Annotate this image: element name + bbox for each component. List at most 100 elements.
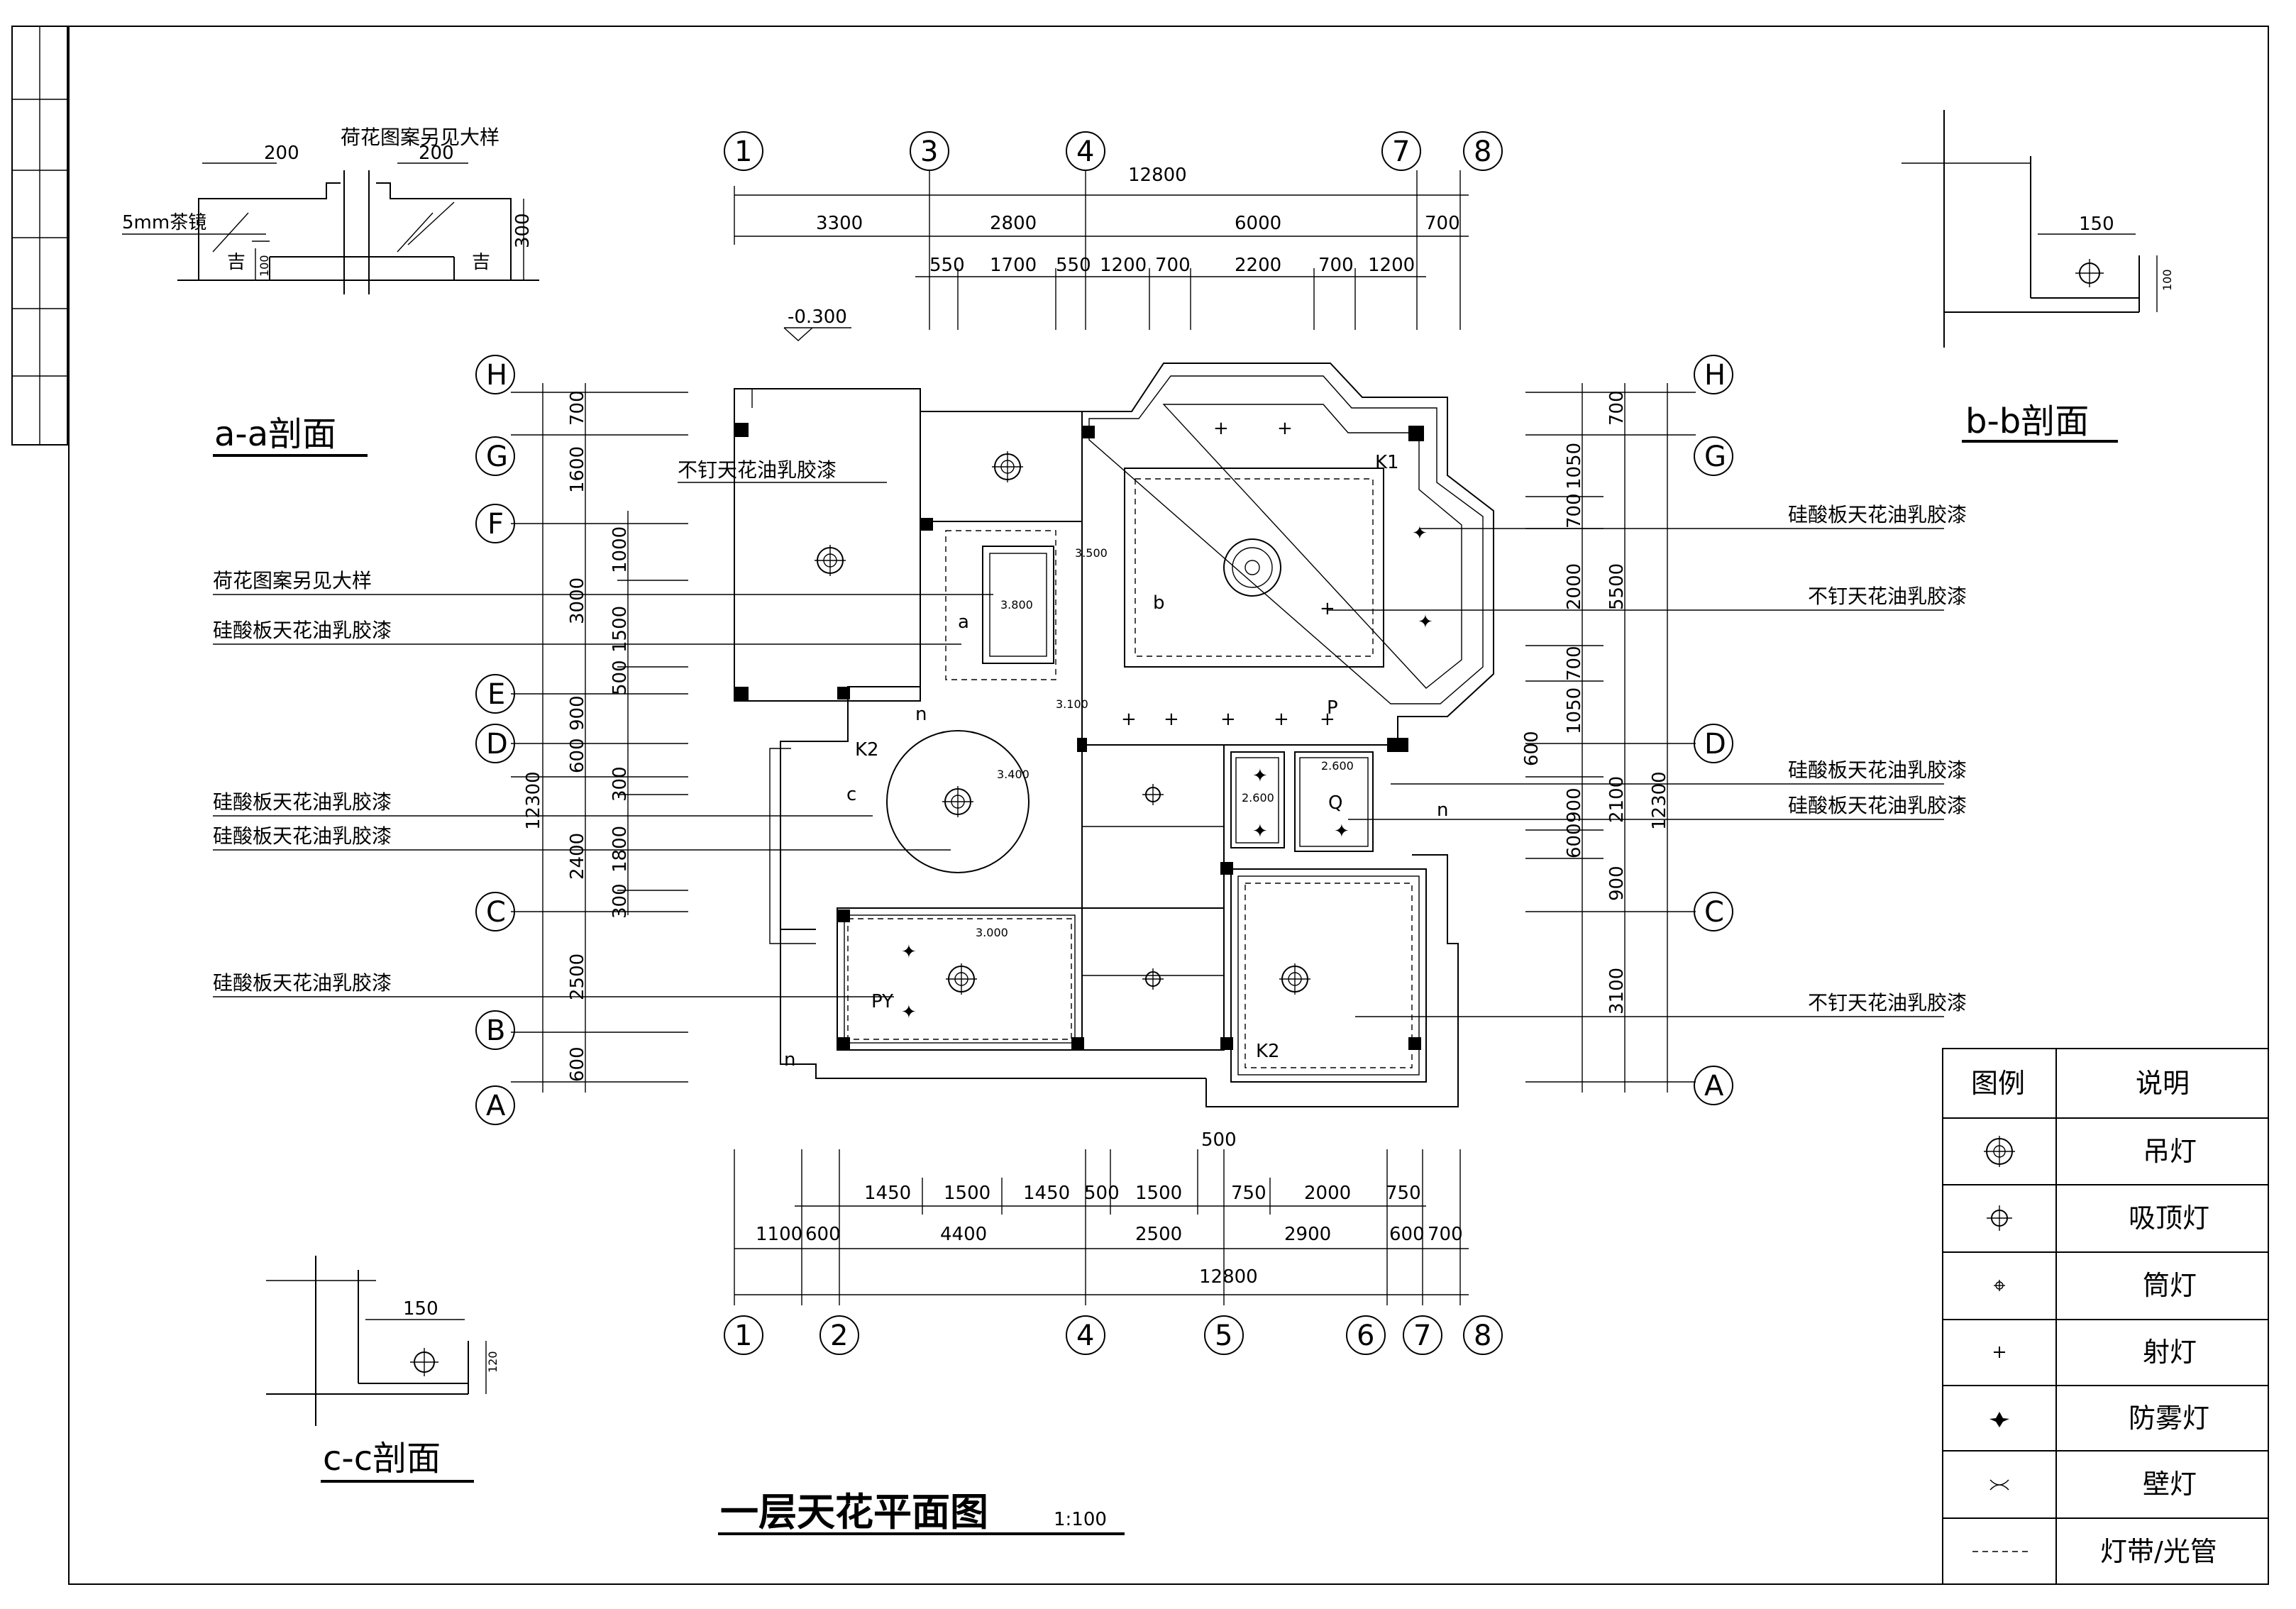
- axis-label: 1: [734, 136, 752, 168]
- right-dim: 700: [1606, 390, 1628, 426]
- bottom-axis-bubbles: [724, 1315, 1503, 1355]
- axis-label: E: [487, 678, 505, 711]
- sheet-border: [68, 26, 2269, 1585]
- axis-label: 1: [734, 1320, 752, 1352]
- left-inner-dim: 1000: [609, 526, 631, 573]
- axis-label: G: [1704, 441, 1726, 473]
- bottom-dim: 600: [805, 1224, 841, 1245]
- axis-label: 8: [1474, 1320, 1491, 1352]
- bottom-dim: 2500: [1135, 1224, 1182, 1245]
- bottom-total-dim: 12800: [1199, 1266, 1258, 1288]
- left-dim: 700: [567, 390, 588, 426]
- section-cc-detail: [266, 1256, 487, 1426]
- top-sub-dim: 700: [1318, 255, 1354, 276]
- top-sub-dim: 1200: [1100, 255, 1147, 276]
- left-inner-dim: 500: [609, 660, 631, 695]
- left-dimensions: [511, 383, 688, 1093]
- spotlight-icon: +: [1274, 709, 1289, 730]
- lamp-code-k1: K1: [1375, 452, 1399, 473]
- bottom-dimensions: [734, 1149, 1469, 1305]
- bottom-sub-dim: 1500: [944, 1183, 990, 1204]
- spotlight-icon: +: [1164, 709, 1179, 730]
- floor-plan-outline: [734, 363, 1494, 1107]
- axis-label: 6: [1357, 1320, 1374, 1352]
- spotlights: + + + + + + + +: [1121, 418, 1335, 730]
- lamp-code-py: PY: [871, 991, 893, 1012]
- legend-label: 吸顶灯: [2129, 1202, 2209, 1234]
- legend-label: 防雾灯: [2129, 1403, 2209, 1434]
- pendant-lamp-icon: [815, 545, 846, 576]
- pendant-lamp-icon: [942, 786, 973, 817]
- fog-lamp-icon: ✦: [1252, 765, 1268, 787]
- section-aa-detail: 吉 吉: [177, 162, 539, 294]
- cc-dim-1: 150: [403, 1298, 438, 1320]
- ceiling-height: 3.100: [1056, 697, 1088, 711]
- title-block-strip: [11, 26, 68, 446]
- right-dim: 900: [1606, 866, 1628, 901]
- right-dim: 1050: [1564, 687, 1585, 734]
- right-dim: 2000: [1564, 563, 1585, 610]
- spotlight-icon: +: [1121, 709, 1137, 730]
- left-inner-dim: 1500: [609, 606, 631, 653]
- axis-label: 4: [1076, 136, 1094, 168]
- leader-lines: [213, 482, 1944, 1017]
- aa-dim-3: 300: [512, 213, 534, 248]
- left-dim: 900: [567, 695, 588, 731]
- ceiling-note: 不钉天花油乳胶漆: [678, 458, 837, 482]
- right-dim: 600: [1521, 731, 1542, 766]
- top-sub-dim: 1700: [990, 255, 1037, 276]
- level-mark: -0.300: [788, 306, 847, 328]
- axis-label: B: [486, 1014, 505, 1047]
- pendant-lamp-icon: [992, 451, 1023, 482]
- bottom-sub-dim: 1450: [1023, 1183, 1070, 1204]
- axis-label: 2: [830, 1320, 848, 1352]
- left-dim: 2400: [567, 833, 588, 880]
- section-bb-title: b-b剖面: [1965, 402, 2089, 441]
- lamp-mark: 吉: [472, 252, 490, 273]
- section-bb-detail: [1902, 110, 2158, 348]
- axis-label: 5: [1215, 1320, 1232, 1352]
- left-dim: 2500: [567, 953, 588, 1000]
- section-aa-title: a-a剖面: [214, 414, 336, 454]
- fog-lamp-icon: ✦: [1412, 523, 1428, 544]
- top-sub-dim: 2200: [1235, 255, 1281, 276]
- bottom-sub-dim: 500: [1084, 1183, 1120, 1204]
- top-sub-dim: 700: [1155, 255, 1191, 276]
- right-mid-dim: 5500: [1606, 563, 1628, 610]
- pendant-lamp-icon: [1984, 1136, 2015, 1167]
- wall-lamp-icon: [1989, 1479, 2009, 1491]
- section-mark: b: [1153, 592, 1165, 614]
- ceiling-lamp-icon: [1142, 968, 1164, 990]
- left-dim: 600: [567, 738, 588, 773]
- ceiling-height: 2.600: [1242, 791, 1274, 804]
- ceiling-height: 3.000: [976, 926, 1008, 939]
- lamp-code-k2: K2: [855, 739, 879, 761]
- spotlight-icon: [1994, 1347, 2005, 1358]
- ceiling-note: 荷花图案另见大样: [213, 569, 372, 592]
- bottom-sub-dim: 2000: [1304, 1183, 1351, 1204]
- ceiling-note: 硅酸板天花油乳胶漆: [1788, 503, 1967, 526]
- axis-label: A: [1704, 1070, 1724, 1102]
- legend-label: 灯带/光管: [2100, 1536, 2217, 1567]
- legend-label: 射灯: [2143, 1337, 2197, 1368]
- lamp-mark: 吉: [227, 252, 245, 273]
- top-dim-1: 3300: [816, 213, 863, 234]
- axis-label: F: [487, 508, 504, 541]
- pendant-lamp-icon: [1223, 538, 1281, 597]
- top-axis-bubbles: [724, 131, 1503, 171]
- fog-lamp-icon: ✦: [1418, 612, 1433, 633]
- right-dim: 700: [1564, 493, 1585, 529]
- axis-label: H: [1704, 359, 1726, 392]
- axis-label: C: [1704, 896, 1724, 929]
- structural-columns: [734, 423, 1424, 1050]
- pendant-lamp-icon: [1279, 963, 1310, 995]
- bottom-sub-dim: 1500: [1135, 1183, 1182, 1204]
- axis-label: C: [486, 896, 506, 929]
- legend-header-desc: 说明: [2136, 1068, 2190, 1099]
- bottom-sub-dim: 750: [1231, 1183, 1266, 1204]
- fog-lamp-icon: [1989, 1412, 2009, 1427]
- bottom-top-dim: 500: [1201, 1129, 1237, 1151]
- top-sub-dim: 1200: [1368, 255, 1415, 276]
- axis-label: 8: [1474, 136, 1491, 168]
